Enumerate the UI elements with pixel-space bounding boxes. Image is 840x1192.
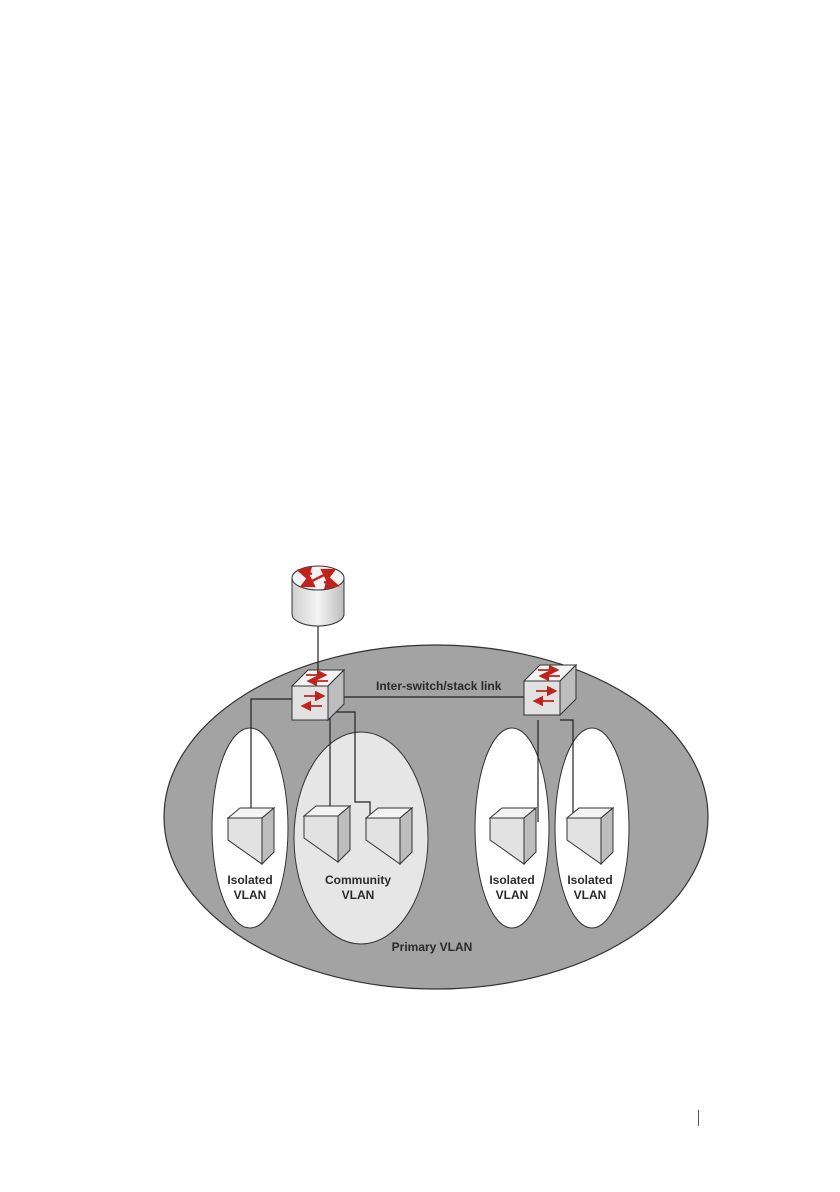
community-vlan-label: Community bbox=[325, 873, 391, 887]
isolated-vlan-1-label: Isolated bbox=[227, 873, 272, 887]
isolated-vlan-1-label: VLAN bbox=[234, 888, 267, 902]
page-margin-rule bbox=[698, 1110, 699, 1126]
primary-vlan-label: Primary VLAN bbox=[392, 940, 473, 954]
isolated-vlan-2-label: VLAN bbox=[496, 888, 529, 902]
inter-switch-link-label: Inter-switch/stack link bbox=[376, 679, 502, 693]
isolated-vlan-2-label: Isolated bbox=[489, 873, 534, 887]
isolated-vlan-3-label: VLAN bbox=[574, 888, 607, 902]
switch-icon bbox=[524, 665, 576, 715]
community-vlan-label: VLAN bbox=[342, 888, 375, 902]
router-icon bbox=[292, 566, 344, 626]
switch-icon bbox=[292, 670, 344, 720]
isolated-vlan-3-label: Isolated bbox=[567, 873, 612, 887]
